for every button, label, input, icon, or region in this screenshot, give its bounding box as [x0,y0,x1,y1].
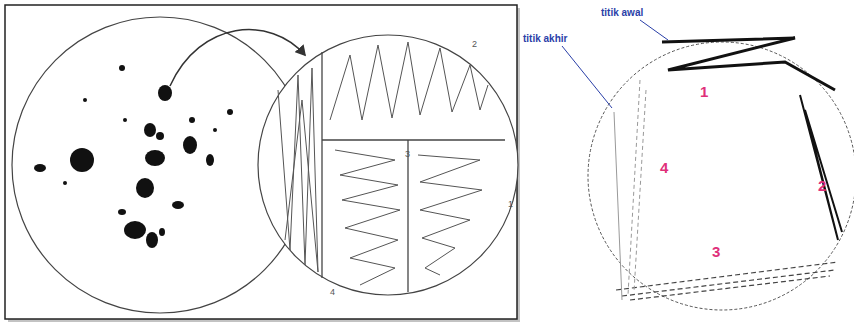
streak-plate [258,35,518,295]
streak-3 [616,262,838,300]
streak-4 [614,80,646,300]
transfer-arrow [170,30,305,86]
quadrant-number: 4 [330,288,335,297]
streak-number: 1 [700,84,708,99]
streak-number: 3 [712,244,720,259]
streak-2 [800,95,842,240]
streak-1 [662,38,835,90]
streak-number: 2 [818,178,826,193]
quadrant-number: 2 [472,40,477,49]
panel-frame [5,5,517,319]
streak-lines [278,42,488,285]
start-point-label: titik awal [600,8,644,18]
end-point-label: titik akhir [522,34,568,44]
streak-plate-right [588,42,854,310]
quadrant-number: 3 [405,150,410,159]
streak-number: 4 [660,160,668,175]
quadrant-lines [322,52,505,292]
quadrant-number: 1 [508,200,513,209]
leader-line [640,20,668,40]
leader-line [562,46,612,108]
colonies [34,65,233,248]
